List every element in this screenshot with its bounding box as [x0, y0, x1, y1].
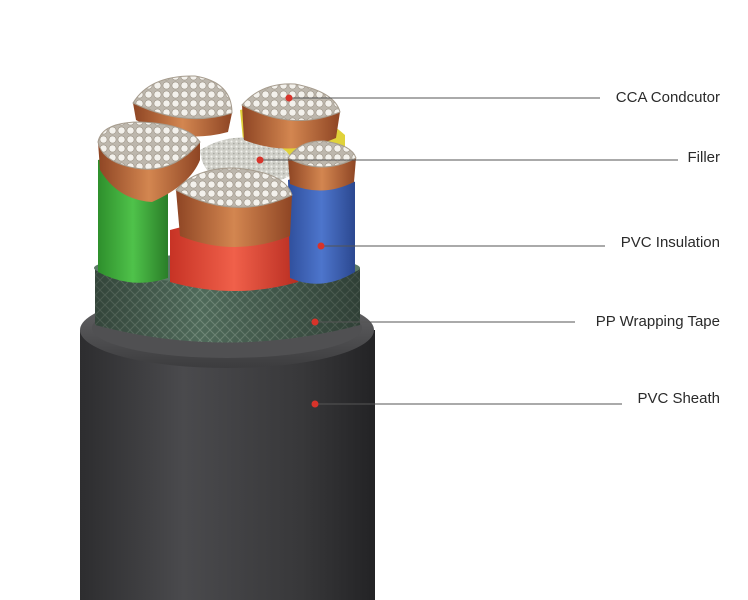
callout-lines	[260, 97, 678, 405]
label-pvc-insulation: PVC Insulation	[617, 234, 720, 252]
label-pvc-sheath: PVC Sheath	[634, 390, 720, 408]
callout-dots	[256, 94, 325, 408]
callout-dot-conductor	[285, 94, 293, 102]
callout-dot-filler	[256, 156, 264, 164]
label-pp-wrapping-tape: PP Wrapping Tape	[592, 313, 720, 331]
conductor-right-small	[287, 140, 357, 191]
conductor-top-right	[241, 83, 341, 149]
label-filler: Filler	[684, 149, 720, 167]
blue-insulated-core	[288, 172, 355, 284]
label-cca-conductor: CCA Condcutor	[612, 89, 720, 107]
conductor-bottom-center	[175, 167, 293, 247]
callout-dot-tape	[311, 318, 319, 326]
callout-dot-insulation	[317, 242, 325, 250]
callout-dot-sheath	[311, 400, 319, 408]
conductor-left	[97, 121, 201, 202]
